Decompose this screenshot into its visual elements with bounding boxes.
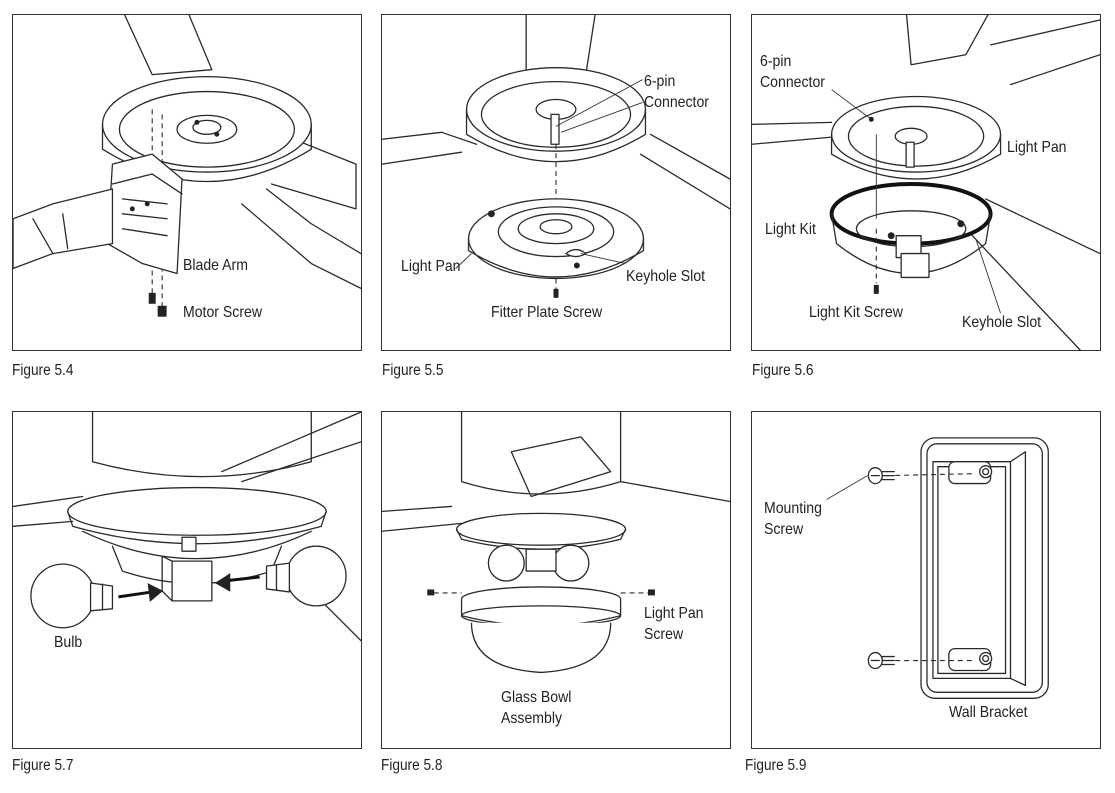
figure-5-9-panel: Mounting Screw Wall Bracket	[751, 411, 1101, 749]
wall-bracket-label: Wall Bracket	[949, 704, 1028, 721]
motor-screw-label: Motor Screw	[183, 304, 263, 321]
figure-5-5-panel: 6-pin Connector Light Pan Keyhole Slot F…	[381, 14, 731, 351]
figure-5-5-illustration	[382, 15, 730, 298]
figure-5-4-illustration	[13, 15, 361, 317]
light-pan-screw-label: Light Pan Screw	[644, 605, 704, 643]
keyhole-slot-label: Keyhole Slot	[626, 268, 706, 285]
figure-5-7-caption: Figure 5.7	[12, 757, 74, 774]
figure-5-4-panel: Blade Arm Motor Screw	[12, 14, 362, 351]
figure-5-7-panel: Bulb	[12, 411, 362, 749]
figure-5-8-illustration	[382, 412, 730, 674]
bulb-label: Bulb	[54, 634, 83, 651]
figure-5-7-illustration	[13, 412, 361, 642]
figure-5-8-caption: Figure 5.8	[381, 757, 443, 774]
connector-label: 6-pin Connector	[760, 53, 825, 91]
figure-5-6-illustration	[752, 15, 1100, 350]
connector-label: 6-pin Connector	[644, 73, 709, 111]
figure-5-5-caption: Figure 5.5	[382, 362, 444, 379]
figure-5-8-panel: Light Pan Screw Glass Bowl Assembly	[381, 411, 731, 749]
light-kit-screw-label: Light Kit Screw	[809, 304, 903, 321]
figure-5-9-illustration	[826, 437, 1049, 699]
light-pan-label: Light Pan	[401, 258, 461, 275]
keyhole-slot-label: Keyhole Slot	[962, 314, 1042, 331]
fitter-plate-screw-label: Fitter Plate Screw	[491, 304, 603, 321]
blade-arm-label: Blade Arm	[183, 257, 248, 274]
light-kit-label: Light Kit	[765, 221, 816, 238]
mounting-screw-label: Mounting Screw	[764, 500, 822, 538]
figure-5-6-caption: Figure 5.6	[752, 362, 814, 379]
glass-bowl-label: Glass Bowl Assembly	[501, 689, 572, 727]
figure-5-9-caption: Figure 5.9	[745, 757, 807, 774]
figure-5-6-panel: 6-pin Connector Light Pan Light Kit Ligh…	[751, 14, 1101, 351]
figure-5-4-caption: Figure 5.4	[12, 362, 74, 379]
light-pan-label: Light Pan	[1007, 139, 1067, 156]
